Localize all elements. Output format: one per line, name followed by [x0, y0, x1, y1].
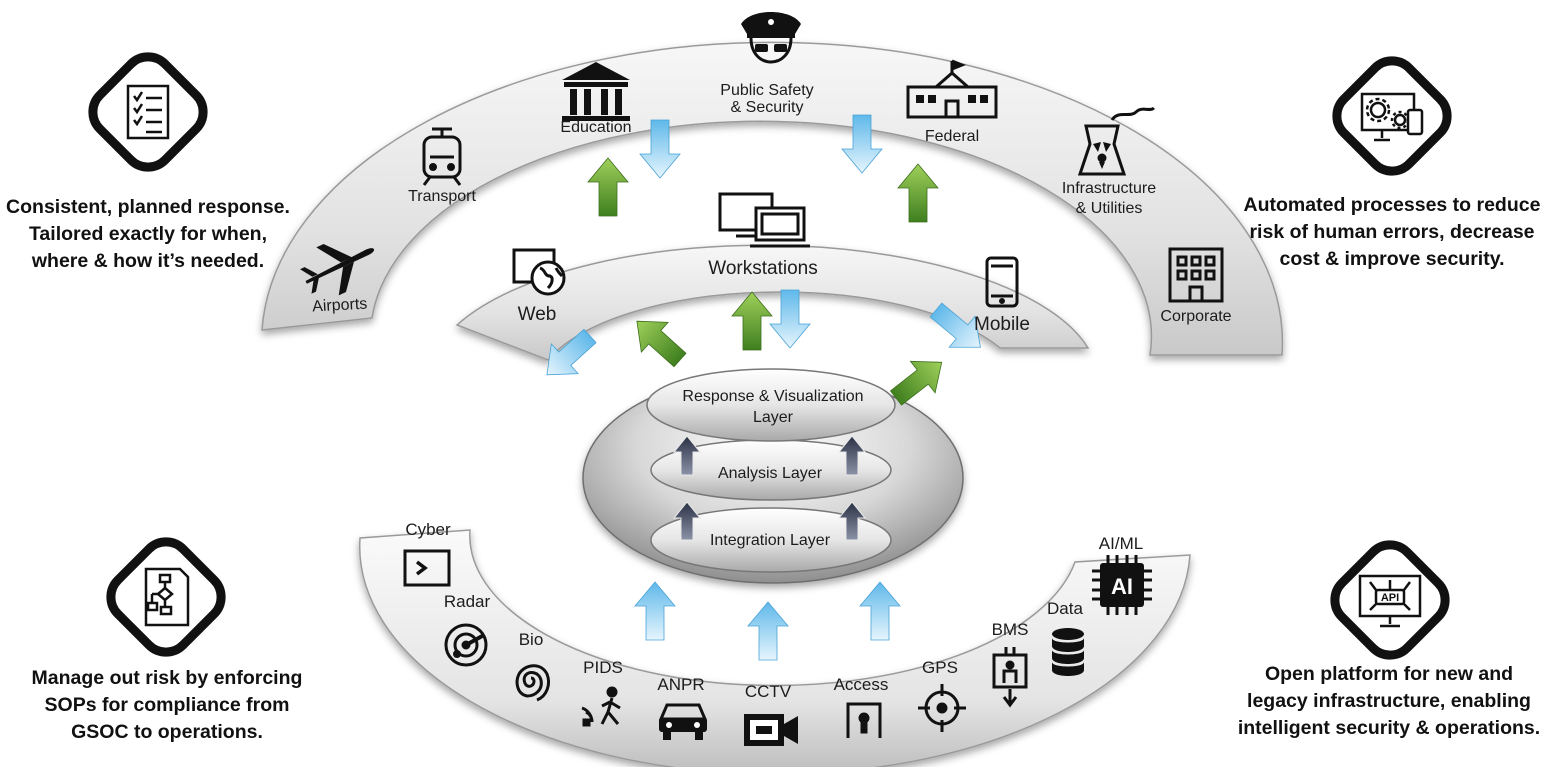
corporate-building-icon [1168, 247, 1224, 303]
power-plant-icon [1077, 106, 1156, 176]
api-badge: API [1330, 540, 1450, 660]
mobile-label: Mobile [974, 314, 1030, 335]
blue-up-arrows [634, 581, 901, 661]
airplane-icon [300, 243, 375, 296]
response-layer-label-2: Layer [753, 409, 794, 426]
top-left-line-1: Consistent, planned response. [6, 196, 290, 218]
car-icon [658, 703, 708, 740]
infrastructure-label-2: & Utilities [1076, 200, 1143, 217]
bottom-right-line-3: intelligent security & operations. [1237, 717, 1541, 739]
bottom-left-line-2: SOPs for compliance from [44, 694, 290, 716]
anpr-label: ANPR [657, 675, 704, 694]
mobile-phone-icon [985, 256, 1019, 308]
cctv-label: CCTV [745, 682, 792, 701]
flowchart-icon [144, 567, 190, 627]
pids-label: PIDS [583, 658, 623, 677]
gps-label: GPS [922, 658, 958, 677]
bottom-left-line-3: GSOC to operations. [71, 721, 263, 743]
top-left-line-3: where & how it’s needed. [31, 250, 265, 272]
checklist-icon [126, 84, 170, 140]
data-label: Data [1047, 599, 1083, 618]
response-layer-label-1: Response & Visualization [682, 388, 863, 405]
bottom-right-line-2: legacy infrastructure, enabling [1247, 690, 1531, 712]
train-icon [422, 127, 462, 186]
public-safety-label-1: Public Safety [720, 82, 813, 99]
top-left-line-2: Tailored exactly for when, [28, 223, 268, 245]
bottom-left-line-1: Manage out risk by enforcing [31, 667, 303, 689]
svg-text:API: API [1381, 592, 1399, 604]
radar-label: Radar [444, 592, 491, 611]
infrastructure-label-1: Infrastructure [1062, 180, 1156, 197]
corporate-label: Corporate [1160, 308, 1231, 325]
core-stack [582, 368, 964, 584]
terminal-icon [403, 549, 451, 587]
integration-layer-label: Integration Layer [710, 532, 831, 549]
middle-ring [455, 244, 1090, 361]
web-globe-icon [512, 248, 566, 296]
web-label: Web [518, 304, 557, 325]
radar-icon [444, 623, 488, 667]
gps-target-icon [918, 684, 966, 732]
federal-building-icon [906, 59, 998, 119]
outer-ring [261, 41, 1284, 356]
elevator-icon [992, 647, 1028, 708]
video-camera-icon [744, 714, 798, 746]
police-officer-icon [741, 12, 801, 64]
top-right-line-2: risk of human errors, decrease [1249, 221, 1535, 243]
flowchart-badge [106, 537, 226, 657]
top-right-caption: Automated processes to reduce risk of hu… [1240, 192, 1544, 273]
bio-label: Bio [519, 630, 544, 649]
automation-badge [1332, 56, 1452, 176]
education-building-icon [562, 62, 630, 121]
intruder-sensor-icon [581, 686, 621, 727]
bottom-right-caption: Open platform for new and legacy infrast… [1234, 661, 1544, 742]
top-left-caption: Consistent, planned response. Tailored e… [0, 194, 296, 275]
bottom-left-caption: Manage out risk by enforcing SOPs for co… [22, 665, 312, 746]
aiml-label: AI/ML [1099, 534, 1143, 553]
door-lock-icon [846, 702, 882, 738]
top-right-line-3: cost & improve security. [1279, 248, 1505, 270]
automation-gears-icon [1360, 92, 1424, 142]
api-monitor-icon: API [1358, 574, 1422, 628]
cyber-label: Cyber [405, 520, 451, 539]
top-right-line-1: Automated processes to reduce [1243, 194, 1541, 216]
access-label: Access [834, 675, 889, 694]
federal-label: Federal [925, 128, 979, 145]
sources-ring [358, 529, 1191, 767]
airports-label: Airports [312, 296, 368, 316]
bms-label: BMS [992, 620, 1029, 639]
public-safety-label-2: & Security [731, 99, 804, 116]
ai-chip-text: AI [1111, 574, 1133, 599]
ai-chip-icon: AI [1092, 555, 1152, 615]
database-icon [1052, 628, 1084, 676]
workstations-label: Workstations [708, 258, 817, 279]
transport-label: Transport [408, 188, 476, 205]
workstations-icon [718, 192, 810, 248]
checklist-badge [88, 52, 208, 172]
fingerprint-icon [515, 664, 551, 702]
analysis-layer-label: Analysis Layer [718, 465, 823, 482]
inner-arrows [672, 435, 867, 541]
education-label: Education [560, 119, 631, 136]
bottom-right-line-1: Open platform for new and [1264, 663, 1514, 685]
